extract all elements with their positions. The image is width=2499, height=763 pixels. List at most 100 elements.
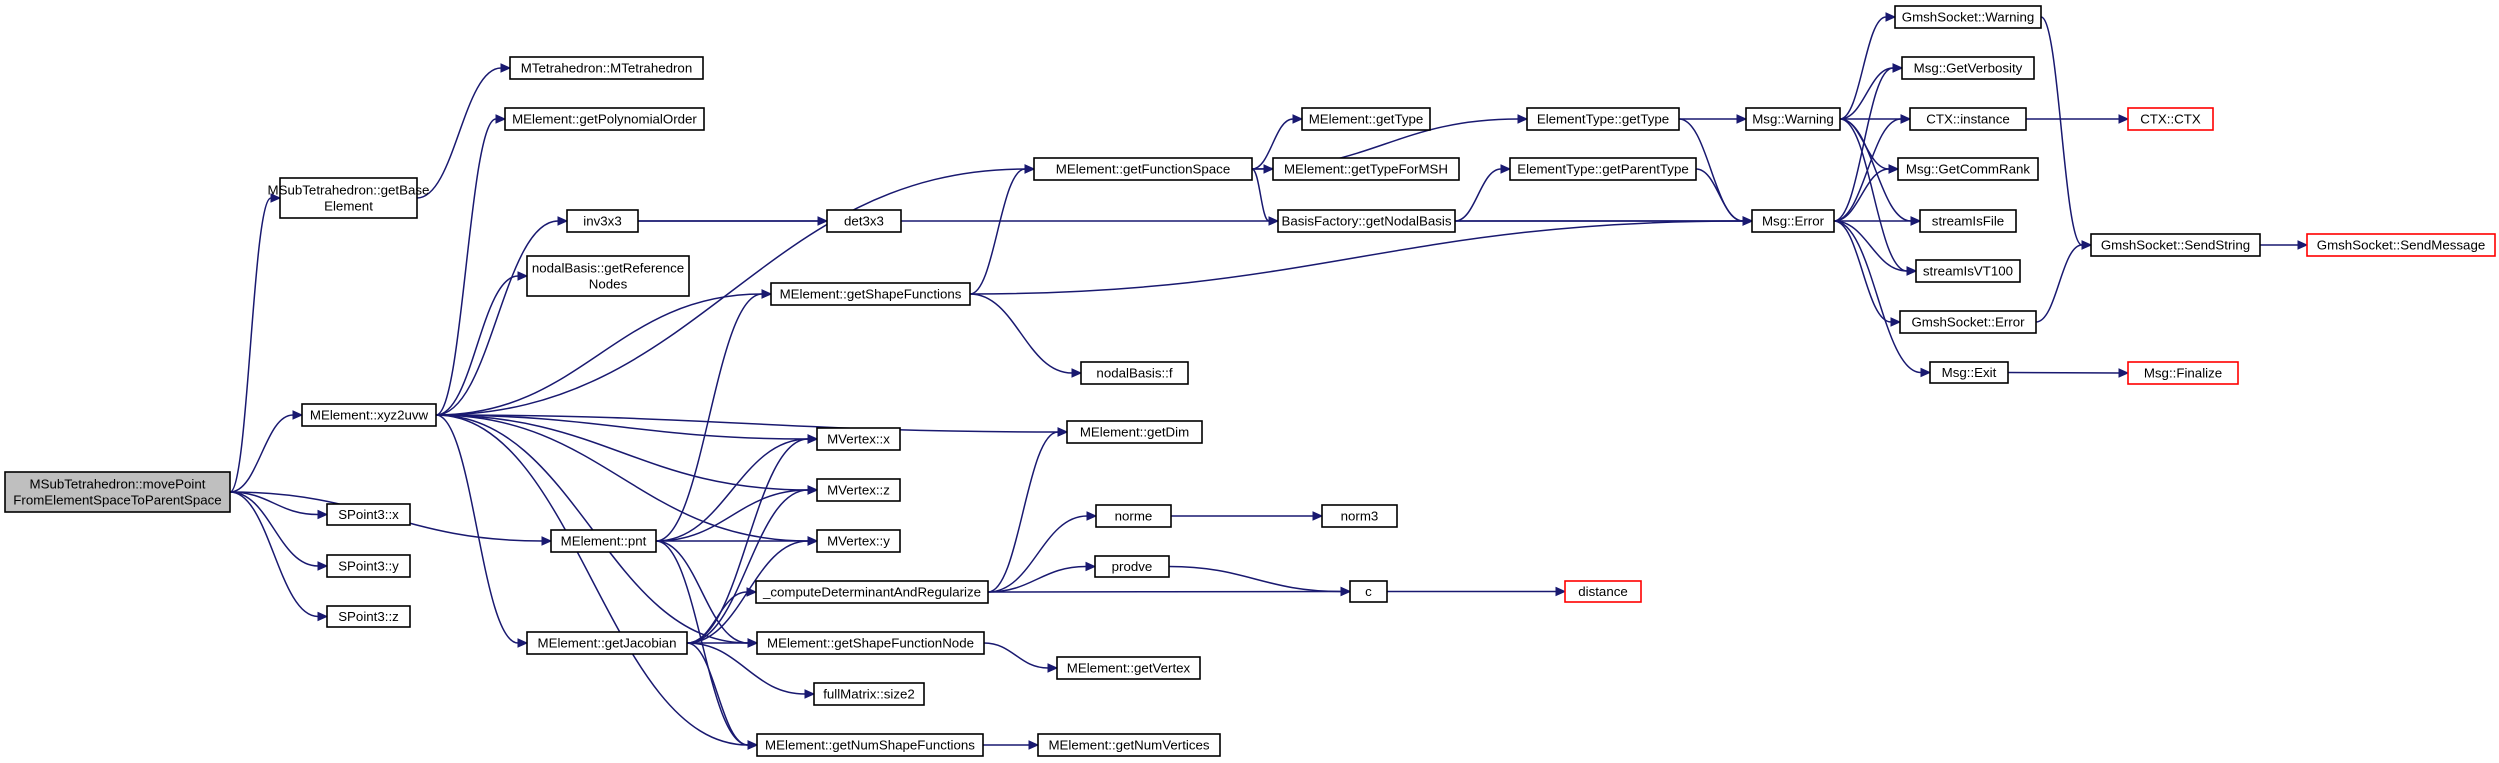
node-label: fullMatrix::size2 — [823, 687, 915, 702]
node-nbf[interactable]: nodalBasis::f — [1080, 361, 1189, 385]
node-spx[interactable]: SPoint3::x — [326, 503, 411, 526]
node-getNSF[interactable]: MElement::getNumShapeFunctions — [756, 733, 984, 757]
node-getVertex[interactable]: MElement::getVertex — [1056, 656, 1201, 680]
node-mvy[interactable]: MVertex::y — [816, 529, 901, 553]
node-getDim[interactable]: MElement::getDim — [1066, 420, 1203, 444]
node-getNumVertices[interactable]: MElement::getNumVertices — [1037, 733, 1221, 757]
node-box — [1929, 361, 2009, 384]
node-box — [526, 631, 688, 655]
node-box — [2127, 107, 2214, 131]
node-polyOrder[interactable]: MElement::getPolynomialOrder — [504, 107, 705, 131]
node-msgFinalize[interactable]: Msg::Finalize — [2127, 361, 2239, 385]
node-label: MElement::getFunctionSpace — [1056, 162, 1230, 177]
node-box — [1909, 107, 2027, 131]
edge-getJac-mvz — [686, 485, 819, 644]
node-label: MElement::getNumVertices — [1048, 738, 1209, 753]
node-label: SPoint3::z — [338, 609, 399, 624]
node-getSF[interactable]: MElement::getShapeFunctions — [770, 282, 971, 306]
edge-getNSF-getNumVertices — [983, 740, 1040, 750]
node-getSFN[interactable]: MElement::getShapeFunctionNode — [756, 631, 985, 655]
node-label: MElement::getPolynomialOrder — [512, 112, 697, 127]
node-msgWarning[interactable]: Msg::Warning — [1745, 107, 1841, 131]
node-gsError[interactable]: GmshSocket::Error — [1899, 310, 2037, 334]
edge-ctxInstance-ctxCTX — [2026, 114, 2130, 124]
node-getVerbosity[interactable]: Msg::GetVerbosity — [1901, 56, 2035, 80]
node-gsWarning[interactable]: GmshSocket::Warning — [1894, 5, 2042, 29]
node-getTypeMSH[interactable]: MElement::getTypeForMSH — [1272, 157, 1460, 181]
edge-getFS-bfNodal — [1251, 168, 1280, 226]
node-norm3[interactable]: norm3 — [1321, 504, 1398, 528]
edge-pnt-mvx — [655, 434, 819, 542]
node-box — [1066, 420, 1203, 444]
edge-getJac-getNSF — [686, 642, 759, 750]
node-spy[interactable]: SPoint3::y — [326, 554, 411, 578]
node-msgError[interactable]: Msg::Error — [1751, 209, 1835, 233]
node-sendMessage[interactable]: GmshSocket::SendMessage — [2306, 233, 2496, 257]
node-inv3x3[interactable]: inv3x3 — [566, 209, 639, 233]
node-sendString[interactable]: GmshSocket::SendString — [2090, 233, 2261, 257]
node-box — [4, 471, 231, 513]
node-label: Element — [324, 199, 373, 214]
node-spz[interactable]: SPoint3::z — [326, 605, 411, 628]
node-getFS[interactable]: MElement::getFunctionSpace — [1033, 157, 1253, 181]
edge-bfNodal-msgError — [1455, 216, 1754, 226]
node-xyz2uvw[interactable]: MElement::xyz2uvw — [301, 403, 437, 427]
node-mtet[interactable]: MTetrahedron::MTetrahedron — [509, 56, 704, 80]
node-pnt[interactable]: MElement::pnt — [550, 529, 657, 553]
node-label: CTX::CTX — [2140, 112, 2201, 127]
node-box — [756, 733, 984, 757]
edge-computeDet-norme — [987, 511, 1098, 593]
node-getJac[interactable]: MElement::getJacobian — [526, 631, 688, 655]
node-ctxInstance[interactable]: CTX::instance — [1909, 107, 2027, 131]
node-box — [1751, 209, 1835, 233]
node-getCommRank[interactable]: Msg::GetCommRank — [1897, 157, 2039, 181]
node-root[interactable]: MSubTetrahedron::movePointFromElementSpa… — [4, 471, 231, 513]
node-label: MElement::getShapeFunctionNode — [767, 636, 974, 651]
node-label: MElement::pnt — [561, 534, 647, 549]
node-label: MElement::getNumShapeFunctions — [765, 738, 975, 753]
node-box — [1301, 107, 1431, 131]
node-box — [1745, 107, 1841, 131]
node-box — [1321, 504, 1398, 528]
edge-xyz2uvw-nbRef — [435, 271, 529, 416]
node-msgExit[interactable]: Msg::Exit — [1929, 361, 2009, 384]
edge-xyz2uvw-getNSF — [435, 414, 759, 750]
node-label: inv3x3 — [583, 214, 621, 229]
node-box — [509, 56, 704, 80]
edge-msgError-streamIsFile — [1834, 216, 1922, 226]
node-mvz[interactable]: MVertex::z — [816, 478, 901, 502]
call-nodes: MSubTetrahedron::movePointFromElementSpa… — [4, 5, 2496, 757]
node-det3x3[interactable]: det3x3 — [826, 209, 902, 233]
node-bfNodal[interactable]: BasisFactory::getNodalBasis — [1277, 209, 1456, 233]
edge-getBaseElement-mtet — [416, 63, 512, 199]
node-mvx[interactable]: MVertex::x — [816, 427, 901, 451]
node-prodve[interactable]: prodve — [1094, 555, 1170, 578]
node-box — [826, 209, 902, 233]
node-c[interactable]: c — [1349, 580, 1388, 603]
node-label: FromElementSpaceToParentSpace — [13, 493, 221, 508]
edge-getJac-computeDet — [686, 587, 758, 644]
edge-getJac-fullMatrix — [686, 642, 816, 699]
node-streamIsFile[interactable]: streamIsFile — [1919, 209, 2017, 233]
node-etGetParent[interactable]: ElementType::getParentType — [1509, 157, 1697, 181]
node-getType[interactable]: MElement::getType — [1301, 107, 1431, 131]
node-box — [1056, 656, 1201, 680]
edge-msgError-msgExit — [1833, 220, 1932, 378]
node-box — [1080, 361, 1189, 385]
node-distance[interactable]: distance — [1564, 580, 1642, 603]
edge-computeDet-getDim — [987, 427, 1069, 593]
edge-getSF-getFS — [969, 164, 1036, 295]
node-label: ElementType::getType — [1537, 112, 1669, 127]
node-label: BasisFactory::getNodalBasis — [1282, 214, 1452, 229]
node-etGetType[interactable]: ElementType::getType — [1526, 107, 1680, 131]
node-label: nodalBasis::getReference — [532, 261, 684, 276]
node-label: Msg::GetCommRank — [1906, 162, 2030, 177]
node-box — [756, 631, 985, 655]
node-computeDet[interactable]: _computeDeterminantAndRegularize — [755, 580, 989, 604]
node-fullMatrix[interactable]: fullMatrix::size2 — [813, 682, 925, 706]
node-ctxCTX[interactable]: CTX::CTX — [2127, 107, 2214, 131]
node-streamIsVT100[interactable]: streamIsVT100 — [1915, 259, 2021, 283]
node-norme[interactable]: norme — [1095, 504, 1172, 528]
